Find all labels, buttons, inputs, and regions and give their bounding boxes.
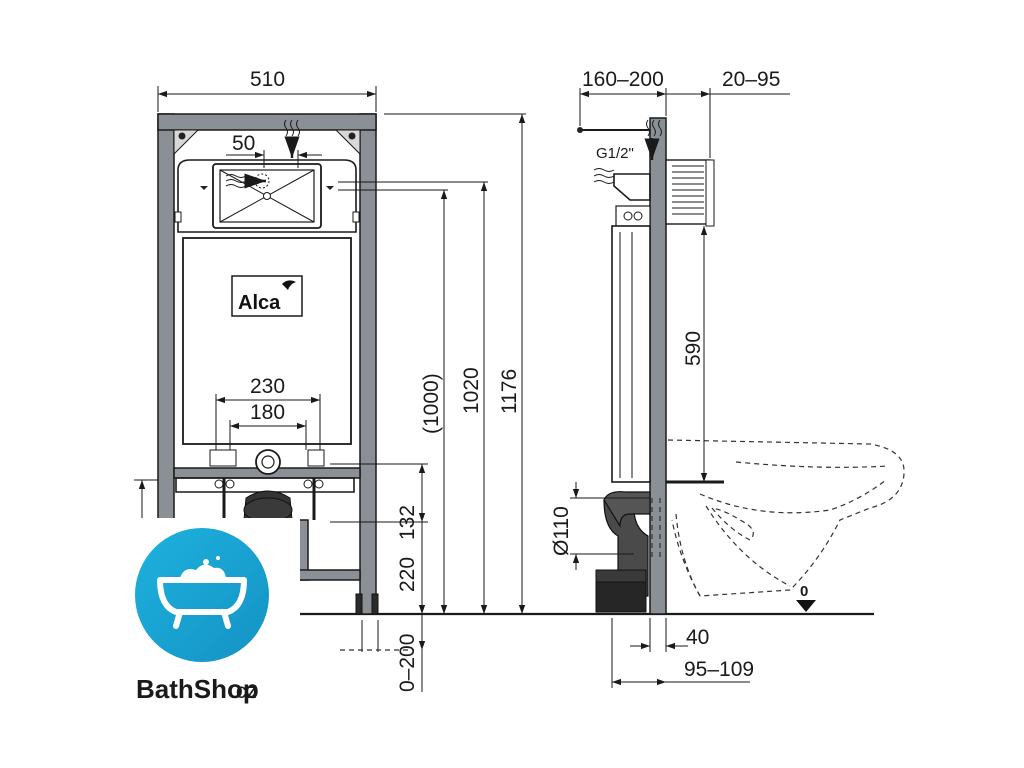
dim-drain-offset: 40	[686, 626, 709, 649]
dim-outlet-inner: 180	[250, 401, 285, 424]
dim-wall-offset: 20–95	[722, 68, 780, 91]
dim-drain-diameter: Ø110	[550, 506, 573, 556]
bathshop-logo[interactable]: BathShop .cz	[135, 528, 269, 704]
dim-height-total: 1176	[498, 369, 521, 414]
alca-logo-text: Alca	[238, 292, 281, 314]
dim-outlet-outer: 230	[250, 375, 285, 398]
dim-fixing: 132	[396, 505, 419, 540]
dim-flush-width: 50	[232, 132, 255, 155]
dim-drain-distance: 95–109	[684, 658, 754, 681]
brand-tld: .cz	[230, 680, 257, 703]
dim-water-inlet: G1/2"	[596, 145, 634, 162]
brand-name: BathShop	[136, 674, 259, 704]
bathtub-icon	[135, 528, 269, 662]
dim-height-button: 1020	[460, 367, 483, 414]
dim-foot-adjust: 0–200	[396, 634, 419, 692]
side-dimensions: 160–200 20–95 590 Ø110 40 95–109	[550, 68, 790, 688]
front-view: Alca	[157, 113, 379, 615]
floor-zero-label: 0	[800, 583, 808, 600]
side-view: G1/2" 0	[577, 117, 905, 615]
dim-inlet-height: 590	[682, 331, 705, 366]
dim-height-bracket: (1000)	[420, 373, 443, 434]
dim-depth-range: 160–200	[582, 68, 664, 91]
dim-width: 510	[250, 68, 285, 91]
dim-drain: 220	[396, 557, 419, 592]
front-dimensions: 510 50 230 180 (1000) 1020 1176	[134, 68, 526, 692]
